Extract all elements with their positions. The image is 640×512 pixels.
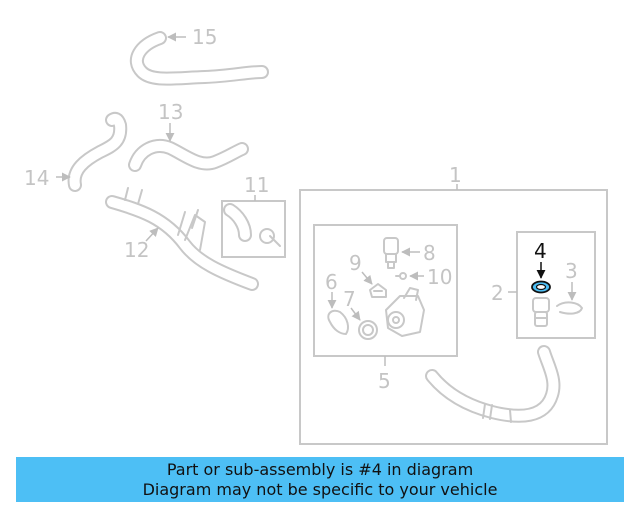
callout-9: 9: [349, 251, 362, 275]
callout-3: 3: [565, 259, 578, 283]
callout-15: 15: [192, 25, 217, 49]
parts-diagram: 15 13 14 12 11 1 5 8: [24, 25, 608, 445]
banner-line-1: Part or sub-assembly is #4 in diagram: [166, 460, 474, 479]
part-11-components: [223, 203, 281, 247]
callout-4: 4: [534, 239, 547, 263]
leader-12: [145, 227, 159, 242]
banner-line-2: Diagram may not be specific to your vehi…: [142, 480, 498, 499]
part-14-hose: [67, 111, 128, 192]
part-6-clamp: [327, 309, 349, 335]
callout-7: 7: [343, 287, 356, 311]
part-8-sensor: [383, 237, 399, 269]
assembly-1-box: [299, 189, 608, 445]
lower-hose: [425, 345, 561, 423]
callout-10: 10: [427, 265, 452, 289]
callout-12: 12: [124, 238, 149, 262]
part-12-pipe: [105, 187, 259, 291]
callout-5: 5: [378, 369, 391, 393]
part-13-hose: [128, 139, 249, 172]
part-10-washer: [395, 272, 407, 280]
part-11-box: [221, 200, 286, 258]
part-9-clip: [369, 283, 387, 298]
callout-6: 6: [325, 270, 338, 294]
part-3-clamp: [556, 301, 583, 315]
subassembly-2-box: [516, 231, 596, 339]
callout-13: 13: [158, 100, 183, 124]
leader-7: [350, 307, 361, 321]
inlet-fitting: [532, 297, 550, 327]
callout-14: 14: [24, 166, 49, 190]
water-outlet-housing: [385, 287, 425, 337]
part-7-o-ring: [358, 320, 378, 340]
callout-8: 8: [423, 241, 436, 265]
callout-1: 1: [449, 163, 462, 187]
part-15-hose: [129, 31, 269, 86]
leader-9: [361, 271, 373, 285]
part-4-o-ring-highlighted[interactable]: [531, 280, 551, 294]
callout-2: 2: [491, 281, 504, 305]
callout-11: 11: [244, 173, 269, 197]
info-banner: Part or sub-assembly is #4 in diagram Di…: [16, 457, 624, 502]
